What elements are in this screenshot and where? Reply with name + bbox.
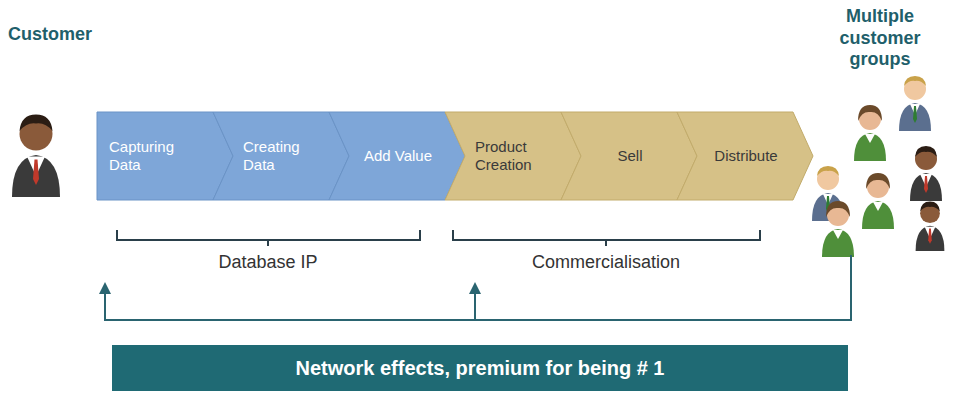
customer-icon [12, 115, 60, 198]
chevron-shape [213, 112, 349, 200]
process-chevron: Add Value [329, 112, 465, 200]
arrowhead [469, 282, 481, 294]
process-chevron: Creating Data [213, 112, 349, 200]
chevron-shape [97, 112, 233, 200]
step-label: Sell [617, 147, 642, 165]
banner-band: Network effects, premium for being # 1 [112, 345, 848, 391]
chevron-outline [213, 112, 349, 200]
step-label: Distribute [714, 147, 777, 165]
customer-icon [854, 105, 886, 161]
banner-text: Network effects, premium for being # 1 [296, 356, 665, 380]
customer-icon [916, 202, 945, 252]
customer-icon [899, 76, 931, 131]
chevron-shape [329, 112, 465, 200]
arrowhead [99, 282, 111, 294]
chevron-shape [561, 112, 697, 200]
process-chevron: Capturing Data [97, 112, 233, 200]
heading-label: Customer [8, 24, 128, 46]
brace [117, 230, 420, 246]
group-label: Commercialisation [486, 252, 726, 274]
step-label: Capturing Data [109, 138, 205, 174]
customer-icon [910, 146, 942, 201]
process-chevron: Distribute [677, 112, 813, 200]
step-label: Add Value [364, 147, 432, 165]
heading-label: Multiple customer groups [810, 6, 950, 71]
brace [453, 230, 760, 246]
chevron-shape [677, 112, 813, 200]
step-label: Creating Data [243, 138, 321, 174]
chevron-shape [445, 112, 581, 200]
process-chevron: Sell [561, 112, 697, 200]
group-label: Database IP [168, 252, 368, 274]
customer-icon [822, 201, 854, 257]
process-chevron: Product Creation [445, 112, 581, 200]
step-label: Product Creation [475, 138, 553, 174]
feedback-line [105, 255, 851, 320]
customer-icon [862, 173, 894, 229]
feedback-line [474, 292, 476, 320]
